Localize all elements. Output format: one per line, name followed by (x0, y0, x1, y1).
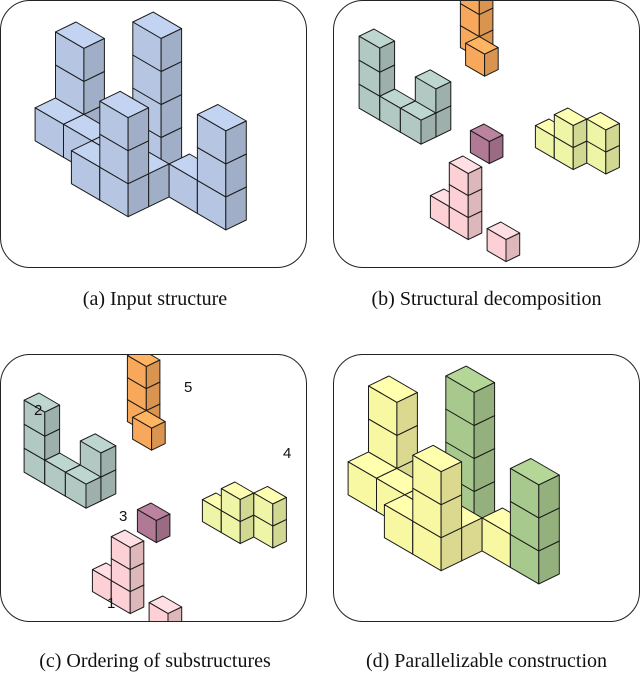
cube (99, 90, 150, 152)
caption-a: (a) Input structure (82, 288, 228, 310)
cube (132, 410, 166, 451)
cube (399, 100, 437, 145)
cube-side-face (435, 81, 452, 114)
decomposition-diagram (358, 1, 620, 263)
cube-side-face (167, 606, 183, 621)
order-label-5: 5 (184, 379, 192, 396)
cube (459, 1, 494, 16)
panel-input-structure (0, 0, 307, 268)
cube (126, 355, 161, 390)
cube-side-face (160, 28, 183, 72)
cube-side-face (100, 445, 117, 478)
cube-front-face (459, 1, 480, 16)
input-cubes (34, 11, 247, 231)
cube (486, 221, 521, 263)
cube-side-face (44, 404, 61, 437)
cube-side-face (440, 461, 463, 506)
order-label-1: 1 (107, 595, 115, 612)
cube-side-face (272, 496, 287, 527)
cube (509, 458, 560, 519)
cube (132, 11, 183, 72)
cube (469, 123, 504, 165)
cube-side-face (379, 40, 396, 73)
panel-ordering: 1 2 3 4 5 (0, 354, 307, 622)
cube (465, 36, 499, 77)
cube-side-face (484, 47, 499, 77)
cube-side-face (605, 122, 620, 153)
cube (368, 375, 418, 436)
cube-side-face (145, 359, 161, 390)
cube (358, 28, 396, 73)
order-label-3: 3 (119, 508, 127, 525)
cube-side-face (151, 421, 166, 451)
cube-side-face (420, 112, 437, 145)
cube-side-face (473, 382, 496, 426)
cube-side-face (396, 392, 418, 436)
ordering-diagram: 1 2 3 4 5 (23, 355, 291, 621)
cube-side-face (467, 166, 483, 197)
caption-c: (c) Ordering of substructures (39, 650, 271, 672)
cube (412, 444, 463, 506)
cube (79, 433, 117, 478)
decomposed-pieces (358, 1, 620, 263)
ordered-pieces (23, 355, 287, 621)
cube (253, 485, 287, 527)
cube (414, 69, 452, 114)
cube (148, 595, 183, 621)
cube-side-face (505, 232, 521, 263)
cube (448, 155, 483, 197)
cube-side-face (127, 107, 150, 152)
cube (23, 392, 61, 437)
cube (553, 107, 588, 149)
cube-side-face (83, 38, 105, 82)
cube-side-face (85, 476, 102, 509)
panel-parallel-construction (333, 354, 640, 622)
order-label-2: 2 (34, 402, 42, 419)
cube (445, 365, 496, 426)
cube (196, 104, 247, 165)
panel-structural-decomposition (333, 0, 640, 268)
cube (586, 111, 620, 153)
cube (55, 21, 105, 82)
cube (64, 464, 102, 509)
cube-side-face (478, 1, 494, 16)
cube-side-face (129, 540, 145, 571)
parallel-cubes (347, 365, 560, 585)
caption-d: (d) Parallelizable construction (365, 650, 607, 672)
input-structure-diagram (34, 11, 247, 231)
order-label-4: 4 (283, 445, 291, 462)
parallel-construction-diagram (347, 365, 560, 585)
cube (110, 529, 145, 571)
cube-side-face (538, 474, 560, 519)
cube (136, 502, 171, 544)
caption-b: (b) Structural decomposition (371, 288, 602, 310)
cube-side-face (225, 120, 247, 165)
cube-side-face (488, 134, 504, 165)
cube-side-face (155, 513, 171, 544)
